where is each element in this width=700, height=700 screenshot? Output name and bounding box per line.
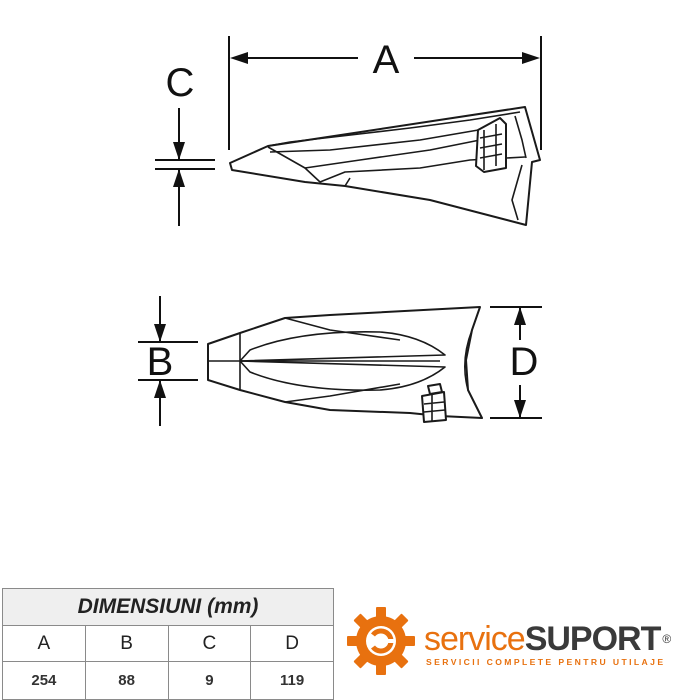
table-header-row: A B C D — [2, 625, 334, 662]
table-title: DIMENSIUNI (mm) — [2, 588, 334, 626]
dimension-a: A — [228, 36, 542, 150]
dim-label-c: C — [166, 61, 195, 105]
table-value-c: 9 — [167, 661, 252, 700]
servicesuport-logo: serviceSUPORT® SERVICII COMPLETE PENTRU … — [346, 604, 700, 694]
table-header-a: A — [2, 625, 86, 662]
top-view-tooth — [207, 306, 483, 423]
dimensions-table: DIMENSIUNI (mm) A B C D 254 88 9 119 — [2, 588, 334, 700]
dimension-b: B — [138, 296, 198, 426]
pin-lock-side — [475, 117, 507, 173]
logo-wordmark: serviceSUPORT® — [424, 622, 671, 656]
logo-tagline: SERVICII COMPLETE PENTRU UTILAJE — [426, 657, 666, 667]
table-value-row: 254 88 9 119 — [2, 661, 334, 700]
dim-label-a: A — [373, 38, 400, 82]
table-value-b: 88 — [84, 661, 169, 700]
logo-registered-mark: ® — [662, 632, 672, 646]
table-value-d: 119 — [250, 661, 334, 700]
table-header-b: B — [84, 625, 169, 662]
table-header-c: C — [167, 625, 252, 662]
dim-label-b: B — [147, 340, 174, 384]
gear-icon — [347, 607, 415, 675]
dim-label-d: D — [510, 340, 539, 384]
table-title-row: DIMENSIUNI (mm) — [2, 588, 334, 626]
table-value-a: 254 — [2, 661, 86, 700]
table-header-d: D — [250, 625, 334, 662]
dimension-c: C — [155, 61, 215, 226]
logo-word-suport: SUPORT — [524, 620, 662, 658]
logo-word-service: service — [424, 620, 526, 658]
pin-lock-top — [421, 383, 447, 423]
side-view-tooth — [229, 106, 541, 226]
dimension-d: D — [490, 306, 542, 419]
